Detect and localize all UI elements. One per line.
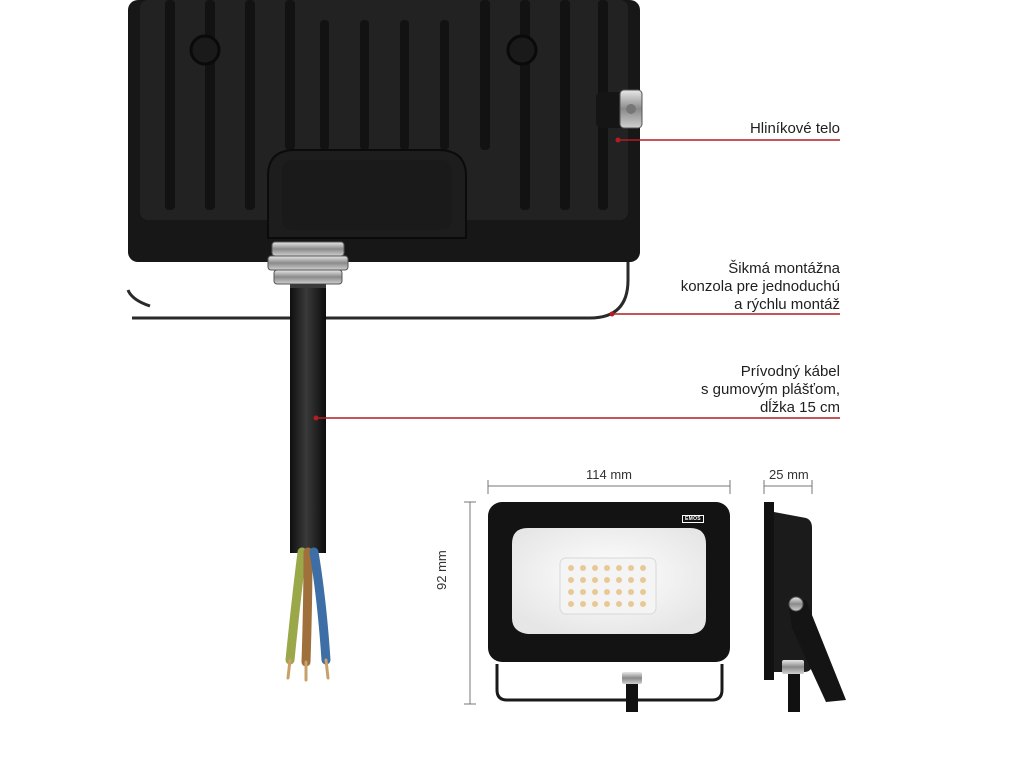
side-view	[763, 480, 846, 712]
dimension-width: 114 mm	[586, 467, 632, 482]
callout-bracket-line-3: a rýchlu montáž	[734, 296, 840, 313]
front-view	[464, 480, 731, 712]
housing-back	[128, 0, 640, 262]
callout-cable: Prívodný kábel s gumovým plášťom, dĺžka …	[701, 363, 840, 417]
callout-cable-line-1: Prívodný kábel	[740, 363, 840, 380]
dimension-height: 92 mm	[434, 550, 449, 590]
callout-bracket-line-1: Šikmá montážna	[728, 260, 840, 277]
callout-cable-line-3: dĺžka 15 cm	[759, 399, 840, 416]
callout-bracket: Šikmá montážna konzola pre jednoduchú a …	[681, 260, 840, 314]
mount-bolt	[596, 89, 643, 129]
dimension-depth: 25 mm	[769, 467, 809, 482]
callout-body-line: Hliníkové telo	[749, 120, 840, 137]
leader-lines	[316, 139, 840, 419]
callout-body: Hliníkové telo	[750, 120, 840, 138]
cable-gland	[267, 241, 349, 290]
cable-wires	[285, 547, 331, 682]
bracket-wire	[132, 110, 630, 320]
brand-logo: EMOS	[682, 515, 704, 523]
callout-cable-line-2: s gumovým plášťom,	[701, 381, 840, 398]
rubber-cable	[290, 288, 326, 553]
callout-bracket-line-2: konzola pre jednoduchú	[680, 278, 840, 295]
